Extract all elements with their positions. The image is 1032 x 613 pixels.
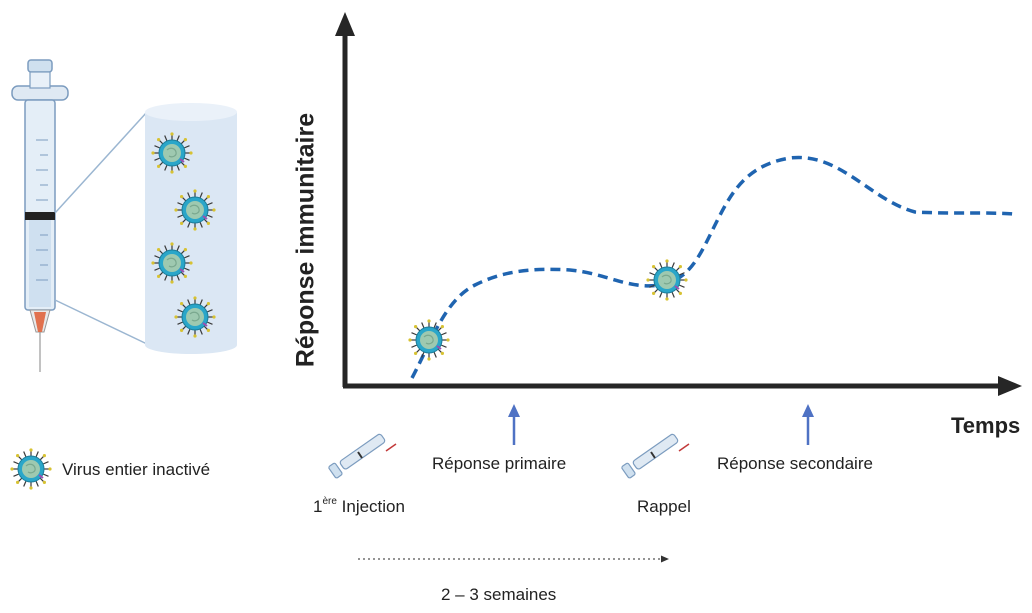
y-axis-arrowhead [335, 12, 355, 36]
virus-icon [150, 131, 194, 175]
first-injection-label: 1ère Injection [313, 496, 405, 517]
virus-icon [173, 295, 217, 339]
zoom-line-bottom [54, 299, 148, 345]
interval-label: 2 – 3 semaines [441, 585, 557, 604]
first-injection-number: 1 [313, 497, 323, 516]
virus-icon [150, 241, 194, 285]
virus-icon [645, 258, 689, 302]
x-axis-label: Temps [951, 413, 1021, 438]
primary-response-label: Réponse primaire [432, 454, 567, 473]
legend-virus-icon [9, 447, 53, 491]
booster-label: Rappel [637, 497, 691, 516]
virus-icon [173, 188, 217, 232]
syringe-icon [327, 432, 397, 480]
first-injection-text: Injection [336, 497, 405, 516]
immune-response-curve [410, 155, 1014, 379]
virus-icon [407, 318, 451, 362]
x-axis-arrowhead [998, 376, 1022, 396]
secondary-response-label: Réponse secondaire [717, 454, 873, 473]
first-injection-superscript: ère [322, 496, 337, 507]
syringe-icon [620, 432, 690, 480]
zoom-line-top [54, 111, 148, 214]
y-axis-label: Réponse immunitaire [291, 112, 320, 368]
syringe-illustration [11, 59, 69, 372]
legend-virus-label: Virus entier inactivé [62, 460, 211, 479]
